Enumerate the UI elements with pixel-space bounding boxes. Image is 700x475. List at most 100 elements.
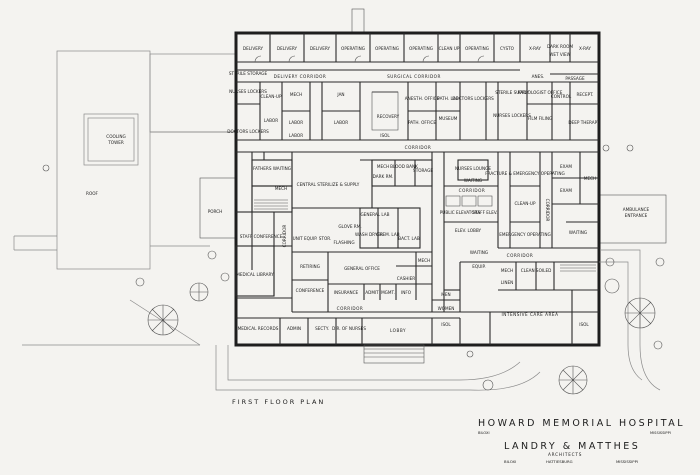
room-conference: CONFERENCE [296,288,325,293]
room-admit: ADMIT [365,290,379,295]
architects-location-2: HATTIESBURG [546,459,573,464]
room-fracture-emergency: FRACTURE & EMERGENCY OPERATING [485,171,564,176]
room-women: WOMEN [438,306,455,311]
room-clean-up-2: CLEAN-UP [260,94,281,99]
room-storage: STORAGE [413,168,433,173]
room-intensive-care: INTENSIVE CARE AREA [502,312,559,317]
room-nurses-lounge: NURSES LOUNGE [455,166,491,171]
room-isol-1: ISOL [380,133,390,138]
room-wash-dryer: WASH DRYER [355,232,383,237]
room-mech-2: MECH [275,186,287,191]
middle-zone [235,152,599,345]
room-doctors-lockers: DOCTORS LOCKERS [227,129,269,134]
room-insurance: INSURANCE [334,290,359,295]
room-labor-4: LABOR [289,133,303,138]
room-medical-library: MEDICAL LIBRARY [236,272,274,277]
room-bact-lab: BACT. LAB [398,236,420,241]
ambulance-label-2: ENTRANCE [625,213,648,218]
room-mgmt: MGMT. [381,290,395,295]
room-operating-2: OPERATING [375,46,399,51]
room-path-office: PATH. OFFICE [408,120,436,125]
room-doctors-lockers-2: DOCTORS LOCKERS [452,96,494,101]
room-control: CONTROL [551,94,572,99]
room-medical-records: MEDICAL RECORDS [238,326,279,331]
room-path-lab: PATH. LAB [437,96,458,101]
room-chem-lab: CHEM. LAB [376,232,399,237]
room-labor-3: LABOR [334,120,348,125]
room-cashier: CASHIER [397,276,415,281]
room-labor-1: LABOR [264,118,278,123]
roof-wing: COOLING TOWER ROOF [13,50,236,270]
room-isol-2: ISOL [441,322,451,327]
room-operating-4: OPERATING [465,46,489,51]
room-delivery-1: DELIVERY [243,46,264,51]
room-central-sterile: CENTRAL STERILIZE & SUPPLY [297,182,360,187]
chimney [351,8,365,34]
room-xray-1: X-RAY [529,46,541,51]
room-retiring: RETIRING [300,264,320,269]
drive [215,345,541,391]
hospital-name: HOWARD MEMORIAL HOSPITAL [478,418,685,429]
room-staff-conference: STAFF CONFERENCE [240,234,283,239]
room-deep-therapy: DEEP THERAPY [568,120,600,125]
room-anesth-office: ANESTH. OFFICE [405,96,440,101]
room-radiologist-office: RADIOLOGIST OFFICE [518,90,563,95]
room-public-elevators: PUBLIC ELEVATORS [440,210,481,215]
room-waiting-2: WAITING [569,230,587,235]
architects-location-3: MISSISSIPPI [616,459,638,464]
passage: PASSAGE [565,76,585,81]
room-waiting-3: WAITING [470,250,488,255]
architects-label: ARCHITECTS [548,452,582,457]
room-dir-nurses: DIR. OF NURSES [332,326,366,331]
corridor-side-west: CORRIDOR [282,225,287,248]
room-cysto: CYSTO [500,46,515,51]
ambulance-label-1: AMBULANCE [623,207,650,212]
room-fathers-waiting: FATHERS WAITING [253,166,291,171]
room-operating-1: OPERATING [341,46,365,51]
room-film-filing: FILM FILING [528,116,553,121]
room-delivery-3: DELIVERY [310,46,331,51]
corridor-south: CORRIDOR [337,306,364,311]
room-clean-up-3: CLEAN-UP [514,201,535,206]
room-info: INFO [401,290,412,295]
room-flashing: FLASHING [333,240,354,245]
roof-label: ROOF [86,191,99,196]
room-recovery: RECOVERY [377,114,400,119]
room-linen: LINEN [501,280,513,285]
corridor-east: CORRIDOR [507,253,534,258]
room-equip: EQUIP. [472,264,485,269]
room-admin: ADMIN [287,326,301,331]
room-mech-5: MECH [418,258,430,263]
surgical-corridor: SURGICAL CORRIDOR [387,74,441,79]
room-exam-1: EXAM [560,164,572,169]
room-nurses-lockers: NURSES LOCKERS [229,89,267,94]
room-staff-elev: STAFF ELEV. [472,210,497,215]
architects-name: LANDRY & MATTHES [504,441,640,452]
architects-location-1: BILOXI [504,459,516,464]
entrance-steps [363,344,425,364]
room-wet-view: WET VIEW [549,52,571,57]
corridor-side-east: CORRIDOR [545,199,550,222]
trees [42,144,665,395]
room-waiting-1: WAITING [464,178,482,183]
room-general-office: GENERAL OFFICE [344,266,380,271]
room-elev-lobby: ELEV. LOBBY [455,228,482,233]
room-recept: RECEPT. [576,92,593,97]
room-emergency-operating: EMERGENCY OPERATING [499,232,551,237]
room-dark-room: DARK ROOM [547,44,574,49]
room-delivery-2: DELIVERY [277,46,298,51]
room-blood-bank: BLOOD BANK [390,164,418,169]
room-labels: DELIVERY DELIVERY DELIVERY OPERATING OPE… [227,44,600,333]
delivery-corridor: DELIVERY CORRIDOR [274,74,327,79]
room-xray-2: X-RAY [579,46,591,51]
room-unit-equip-stor: UNIT EQUIP. STOR. [293,236,332,241]
room-labor-2: LABOR [289,120,303,125]
hospital-location-right: MISSISSIPPI [650,431,671,435]
room-sterile-supply: STERILE SUPPLY [495,90,529,95]
room-glove-rm: GLOVE RM. [338,224,361,229]
room-mech-4: MECH [584,176,596,181]
room-anes: ANES. [532,74,545,79]
corridor-lobby: CORRIDOR [459,188,486,193]
cooling-tower-label-2: TOWER [107,140,124,145]
